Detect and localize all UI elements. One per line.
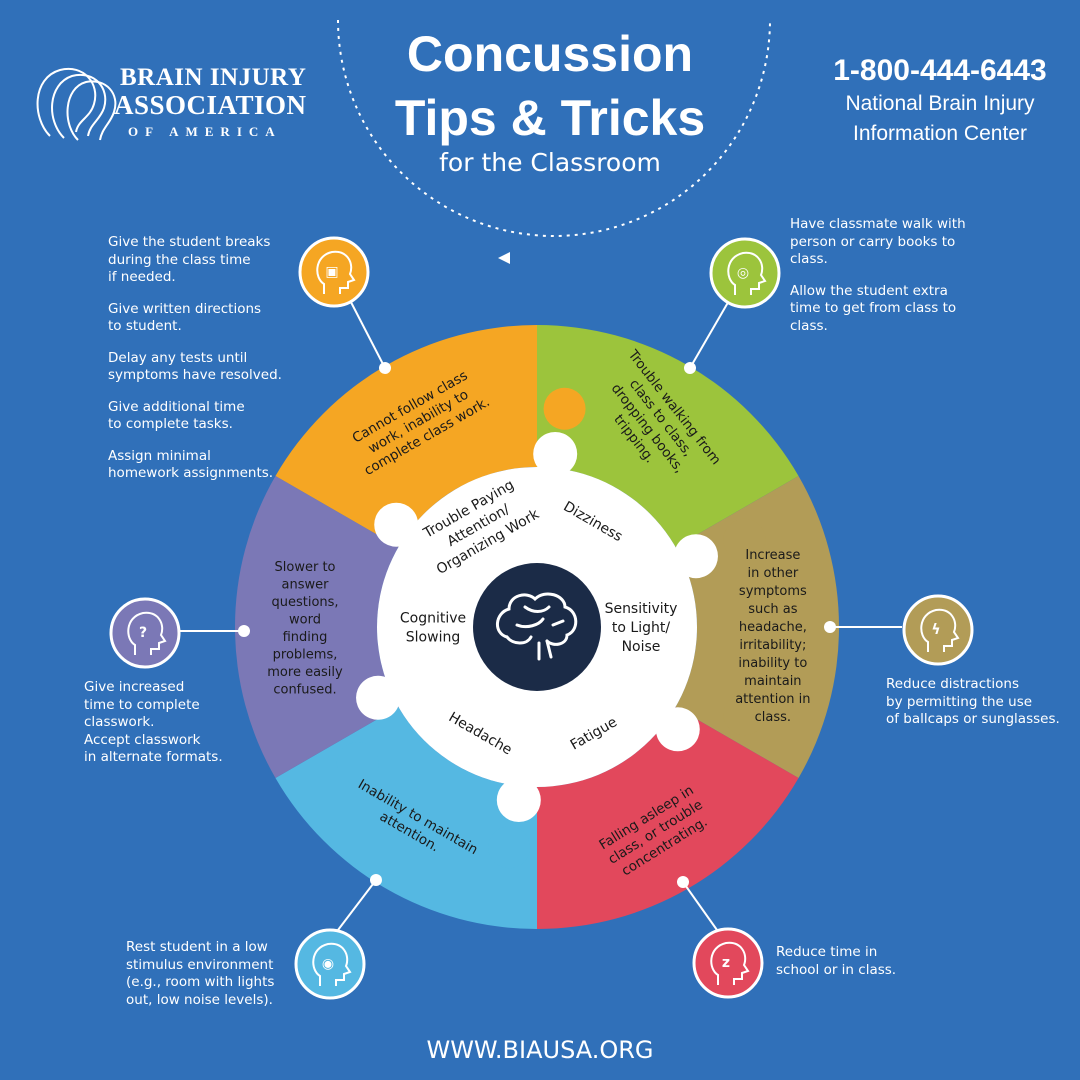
tips-purple: Give increased time to complete classwor… — [84, 679, 274, 781]
tips-red: Reduce time in school or in class. — [776, 944, 956, 993]
symptom-khaki-2: symptoms — [739, 584, 807, 599]
puzzle-knob-3 — [723, 693, 766, 736]
inner-label-purple-1: Slowing — [406, 630, 460, 646]
symptom-purple-1: answer — [282, 577, 330, 592]
logo-line2: ASSOCIATION — [114, 90, 307, 120]
symptom-khaki-9: class. — [755, 710, 791, 725]
tips-khaki: Reduce distractions by permitting the us… — [886, 676, 1076, 743]
svg-text:?: ? — [139, 625, 147, 641]
lightning-head-icon: ϟ — [902, 594, 974, 666]
head-puzzle-icon: ▣ — [298, 236, 370, 308]
svg-text:◉: ◉ — [322, 956, 334, 972]
logo-line3: OF AMERICA — [128, 124, 282, 139]
question-head-icon: ? — [109, 597, 181, 669]
connector-dot-khaki — [824, 621, 836, 633]
dizzy-head-icon: ◎ — [709, 237, 781, 309]
sleepy-head-icon: z — [692, 927, 764, 999]
symptom-khaki-7: maintain — [744, 674, 801, 689]
inner-knob-1 — [533, 431, 578, 476]
connector-dot-cyan — [370, 874, 382, 886]
connector-dot-red — [677, 876, 689, 888]
inner-knob-4 — [496, 778, 541, 823]
tip-green-1: Allow the student extra time to get from… — [790, 282, 957, 334]
connector-red — [682, 881, 718, 931]
sound-head-icon: ◉ — [294, 928, 366, 1000]
title-line1: Concussion — [406, 26, 694, 82]
inner-label-khaki-0: Sensitivity — [605, 601, 678, 617]
symptom-khaki-1: in other — [748, 566, 799, 581]
svg-text:▣: ▣ — [325, 264, 338, 280]
tip-orange-4: Assign minimal homework assignments. — [108, 447, 274, 482]
center-name-line1: National Brain Injury — [845, 92, 1035, 115]
symptom-purple-2: questions, — [271, 595, 338, 610]
center-disc — [473, 563, 601, 691]
tip-green-0: Have classmate walk with person or carry… — [790, 216, 966, 267]
symptom-khaki-3: such as — [748, 602, 797, 617]
tip-cyan-0: Rest student in a low stimulus environme… — [126, 939, 275, 1008]
title-line2: Tips & Tricks — [394, 90, 706, 146]
puzzle-knob-1 — [308, 518, 351, 561]
puzzle-knob-5 — [336, 742, 379, 785]
footer-url[interactable]: WWW.BIAUSA.ORG — [426, 1036, 654, 1064]
phone-number: 1-800-444-6443 — [833, 54, 1047, 87]
symptom-khaki-4: headache, — [739, 620, 807, 635]
tip-orange-3: Give additional time to complete tasks. — [108, 398, 245, 433]
tips-orange: Give the student breaks during the class… — [108, 234, 298, 497]
tip-red-0: Reduce time in school or in class. — [776, 944, 897, 978]
tips-cyan: Rest student in a low stimulus environme… — [126, 939, 316, 1023]
tip-khaki-0: Reduce distractions by permitting the us… — [886, 676, 1060, 727]
puzzle-knob-2 — [723, 518, 766, 561]
symptom-purple-4: finding — [283, 630, 328, 645]
connector-cyan — [337, 879, 377, 931]
symptom-purple-3: word — [289, 612, 321, 627]
tip-purple-0: Give increased time to complete classwor… — [84, 679, 223, 765]
inner-label-khaki-1: to Light/ — [612, 620, 670, 636]
symptom-khaki-8: attention in — [735, 692, 810, 707]
symptom-khaki-5: irritability; — [739, 638, 806, 653]
symptom-khaki-0: Increase — [745, 548, 800, 563]
tip-orange-0: Give the student breaks during the class… — [108, 234, 271, 285]
subtitle: for the Classroom — [439, 148, 661, 177]
symptom-khaki-6: inability to — [738, 656, 807, 671]
puzzle-piece-orange — [275, 325, 537, 547]
bia-logo-mark-icon — [36, 67, 117, 141]
logo-line1: BRAIN INJURY — [120, 64, 307, 91]
connector-dot-purple — [238, 625, 250, 637]
symptom-purple-7: confused. — [273, 682, 336, 697]
puzzle-piece-green — [537, 325, 799, 547]
puzzle-piece-red — [537, 707, 799, 929]
inner-label-purple-0: Cognitive — [400, 611, 466, 627]
tips-green: Have classmate walk with person or carry… — [790, 216, 990, 349]
brain-icon — [496, 592, 578, 661]
inner-label-khaki-2: Noise — [622, 639, 661, 655]
symptom-purple-5: problems, — [273, 647, 338, 662]
symptom-purple-0: Slower to — [275, 560, 336, 575]
svg-text:◎: ◎ — [737, 265, 749, 281]
svg-text:ϟ: ϟ — [931, 622, 940, 638]
symptom-purple-6: more easily — [267, 665, 343, 680]
center-name-line2: Information Center — [853, 122, 1027, 145]
tip-orange-1: Give written directions to student. — [108, 300, 262, 335]
puzzle-knob-4 — [488, 826, 531, 869]
bia-logo: BRAIN INJURY ASSOCIATION OF AMERICA — [28, 58, 318, 148]
svg-text:z: z — [722, 955, 730, 971]
puzzle-knob-0 — [543, 387, 586, 430]
tip-orange-2: Delay any tests until symptoms have reso… — [108, 349, 282, 384]
connector-dot-orange — [379, 362, 391, 374]
connector-dot-green — [684, 362, 696, 374]
